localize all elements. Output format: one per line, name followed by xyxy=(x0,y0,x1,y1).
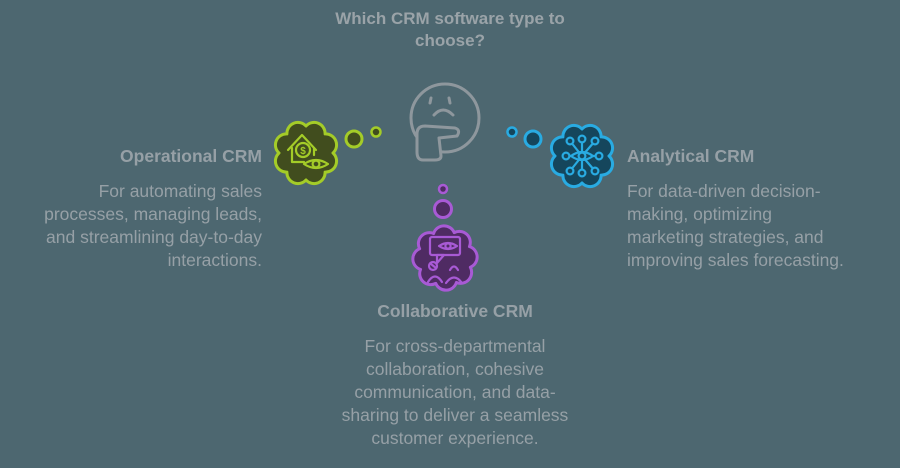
house-left-wall xyxy=(290,146,306,164)
operational-crm-icon: $ xyxy=(273,120,382,186)
thought-cloud xyxy=(411,224,479,292)
eye-pupil xyxy=(577,151,587,161)
person-left-head xyxy=(427,260,439,272)
eye-outline xyxy=(437,241,459,251)
collaborative-crm-icon xyxy=(411,183,479,292)
operational-crm-description: For automating sales processes, managing… xyxy=(44,181,262,270)
house-roof xyxy=(286,133,318,152)
speech-bubble-tail xyxy=(435,253,446,265)
thought-bubble-large xyxy=(433,199,453,219)
eye-outline xyxy=(569,150,595,162)
eye-outline xyxy=(302,158,330,170)
operational-crm-section: Operational CRM For automating sales pro… xyxy=(2,146,262,272)
analytical-crm-section: Analytical CRM For data-driven decision-… xyxy=(627,146,897,272)
analytical-crm-icon xyxy=(506,123,615,189)
collaborative-crm-heading: Collaborative CRM xyxy=(377,301,533,321)
operational-cluster-group: $ xyxy=(273,120,382,186)
person-right-head xyxy=(448,265,460,272)
dollar-sign: $ xyxy=(300,146,306,157)
diagram-title: Which CRM software type to choose? xyxy=(335,9,565,50)
operational-crm-heading: Operational CRM xyxy=(120,146,262,166)
analytical-crm-description: For data-driven decision- making, optimi… xyxy=(627,181,844,270)
thought-bubble-large xyxy=(523,129,543,149)
person-left-face-line xyxy=(429,262,438,270)
speech-bubble-eye-people-icon xyxy=(426,235,464,285)
thought-bubble-small xyxy=(370,126,382,138)
frown-mouth xyxy=(432,108,455,117)
collaborative-crm-description: For cross-departmental collaboration, co… xyxy=(341,336,569,448)
person-left-body xyxy=(426,275,444,284)
eye-pupil xyxy=(311,159,321,169)
face-outline xyxy=(409,82,481,154)
collaborative-cluster-group xyxy=(411,183,479,292)
person-right-body xyxy=(444,276,464,285)
thinking-face-icon xyxy=(409,82,481,162)
eye-pupil xyxy=(444,242,452,250)
network-nodes xyxy=(561,134,604,178)
thought-bubble-small xyxy=(506,126,518,138)
collaborative-crm-section: Collaborative CRM For cross-departmental… xyxy=(298,301,612,450)
house-dollar-eye-icon: $ xyxy=(286,133,330,170)
hand-on-chin xyxy=(415,124,461,162)
thinking-face-group xyxy=(409,82,481,162)
thought-bubble-small xyxy=(437,183,449,195)
left-eye xyxy=(428,96,433,105)
network-eye-icon xyxy=(561,134,604,178)
dollar-circle xyxy=(294,141,312,159)
analytical-cluster-group xyxy=(506,123,615,189)
right-eye xyxy=(447,96,452,105)
analytical-crm-heading: Analytical CRM xyxy=(627,146,755,166)
thought-cloud xyxy=(273,120,339,186)
thought-bubble-large xyxy=(344,129,364,149)
